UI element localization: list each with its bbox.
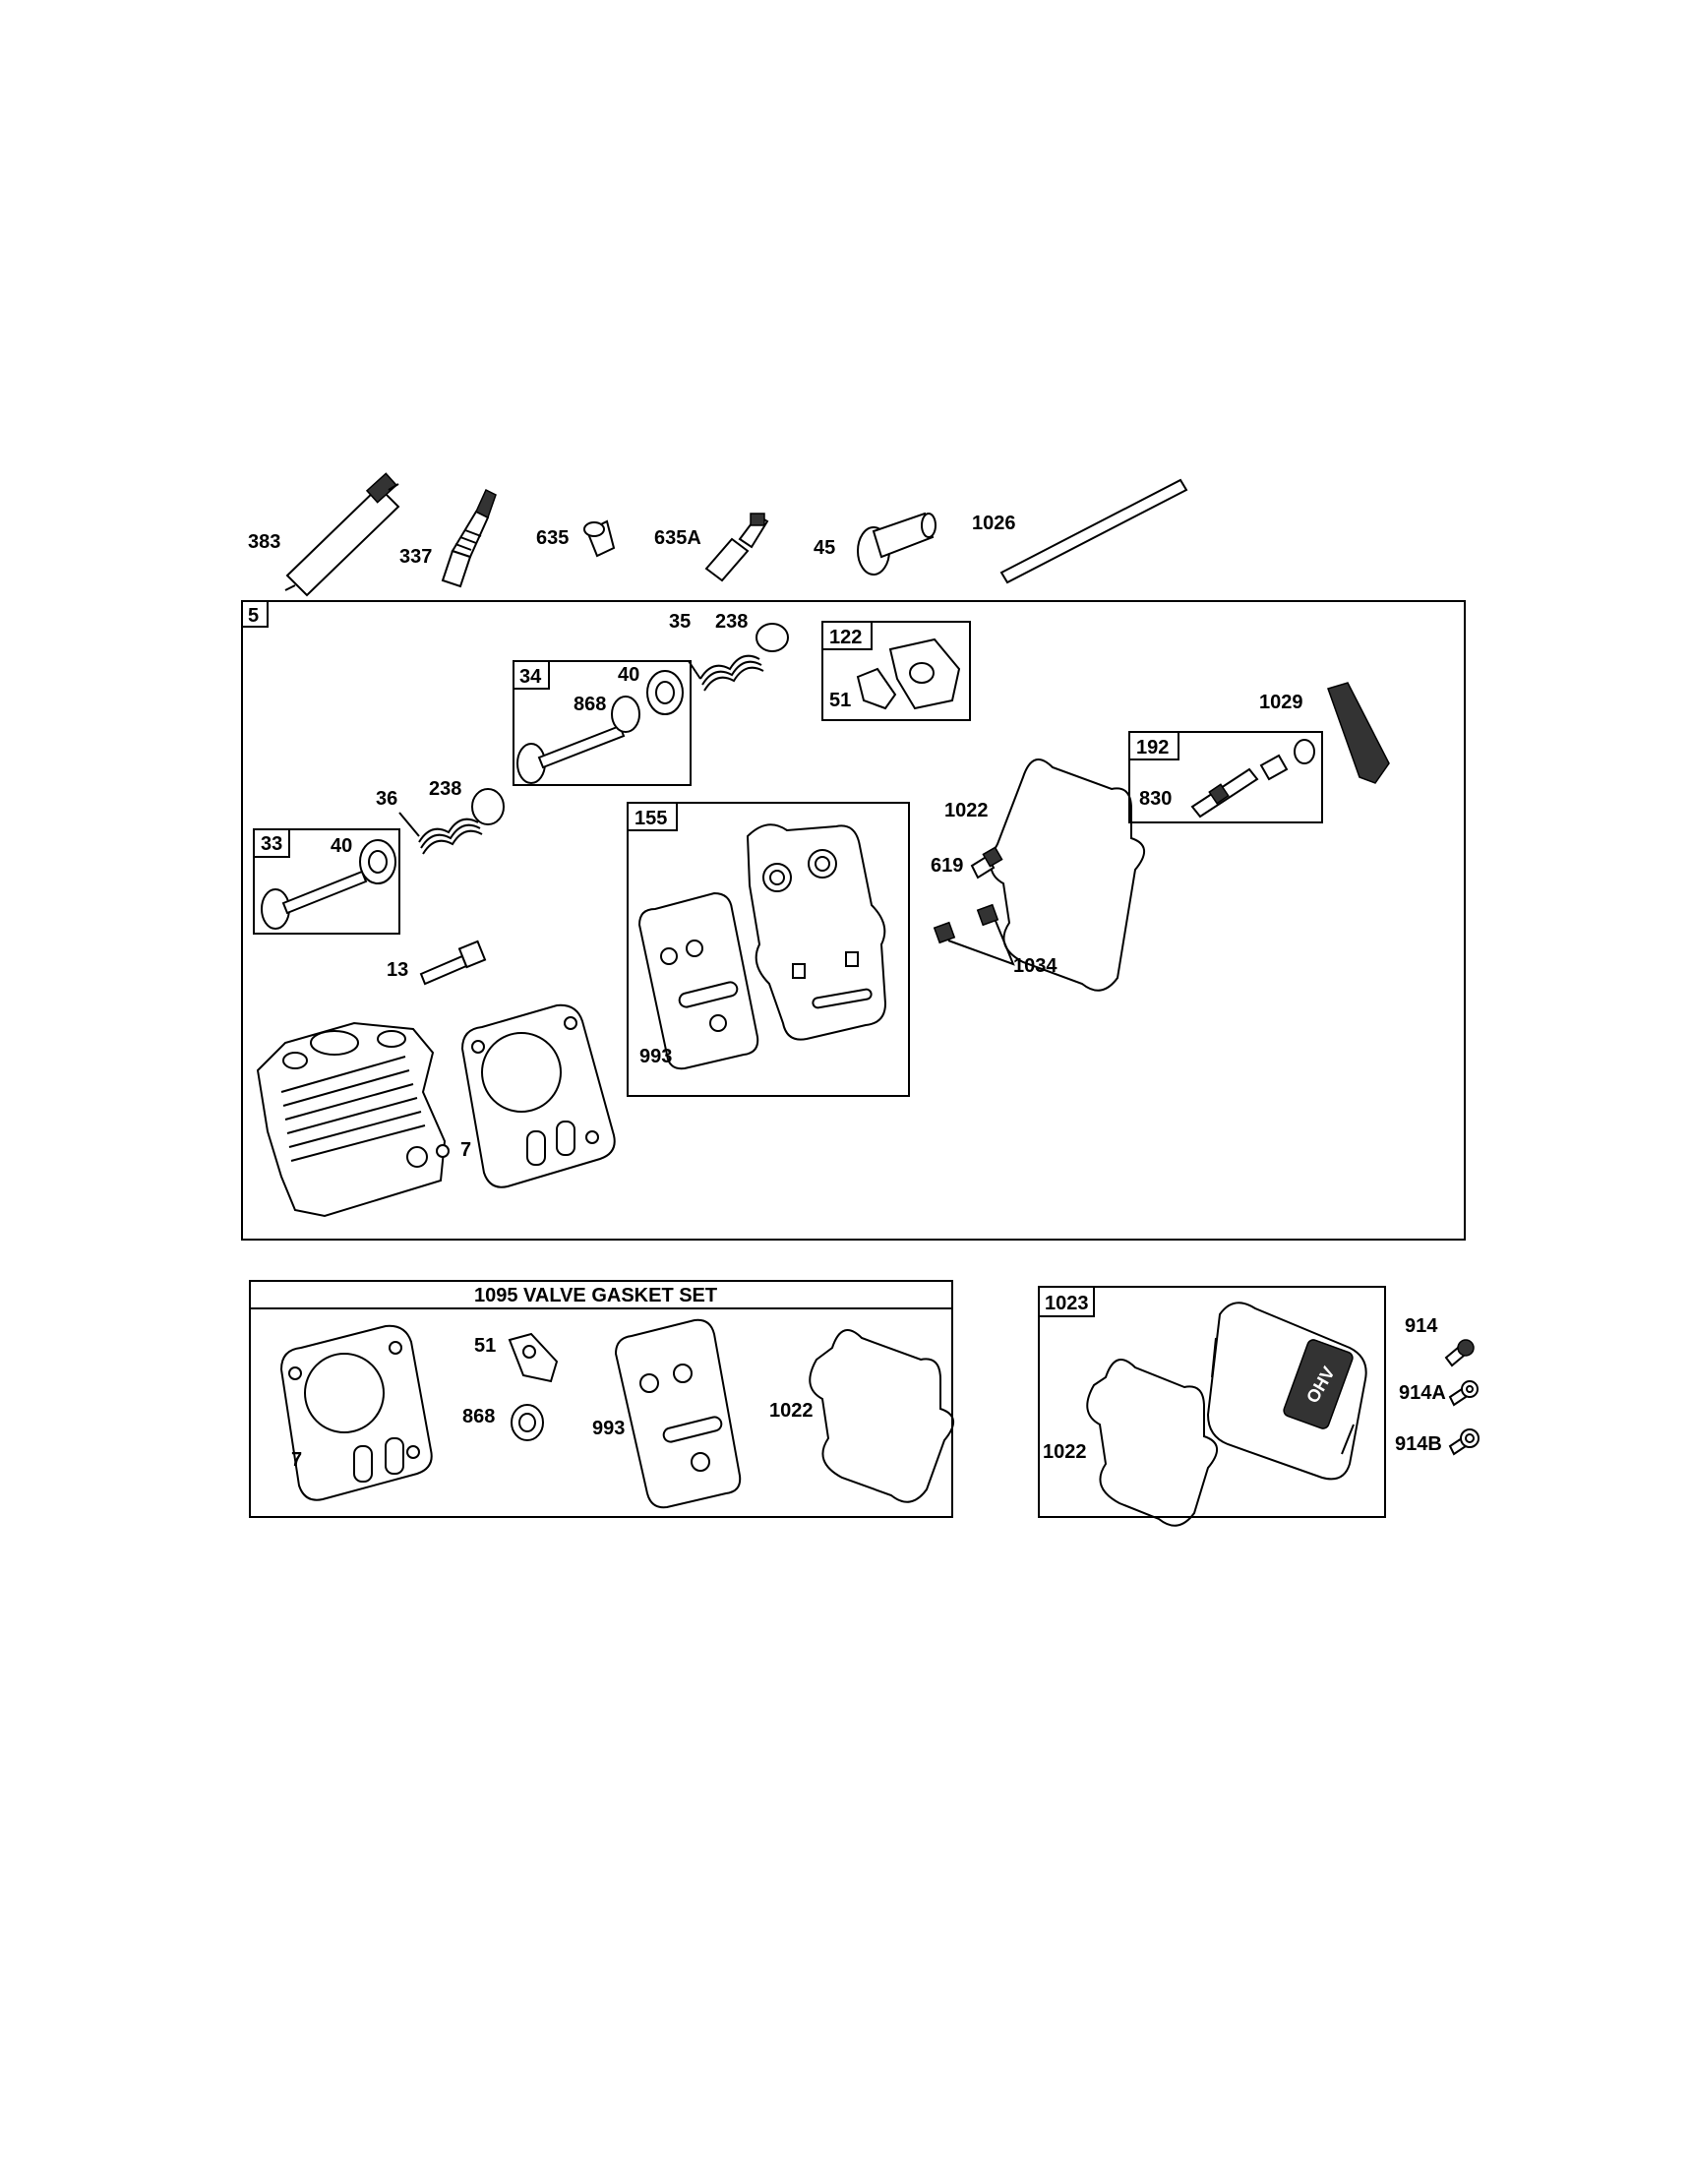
part-33-valve — [261, 870, 368, 930]
label-51-top: 51 — [829, 690, 851, 711]
label-192: 192 — [1136, 737, 1169, 758]
label-33: 33 — [261, 833, 282, 855]
part-868-seal-set — [511, 1404, 544, 1441]
part-35-spring — [688, 654, 764, 692]
part-635A-connector — [704, 513, 769, 582]
box-5-tag — [241, 600, 269, 628]
valve-gasket-set-frame — [249, 1280, 953, 1518]
part-40-retainer-top — [646, 670, 684, 715]
label-36: 36 — [376, 788, 397, 810]
part-619-screw — [970, 846, 1003, 880]
label-7-main: 7 — [460, 1139, 471, 1161]
label-1026: 1026 — [972, 513, 1016, 534]
label-868-top: 868 — [574, 694, 606, 715]
part-1022-gasket-cover — [1086, 1359, 1218, 1527]
label-914B: 914B — [1395, 1433, 1442, 1455]
part-36-spring — [398, 812, 483, 855]
part-34-valve — [516, 724, 626, 784]
part-868-seal-top — [611, 696, 640, 733]
label-51-set: 51 — [474, 1335, 496, 1357]
label-1022-main: 1022 — [944, 800, 989, 821]
label-914: 914 — [1405, 1315, 1438, 1337]
part-1022-gasket-set — [809, 1329, 954, 1503]
part-45-guide — [857, 512, 937, 576]
part-7-head-gasket-main — [460, 1003, 616, 1188]
label-993-main: 993 — [639, 1046, 672, 1067]
part-1034-nuts — [933, 903, 1015, 966]
label-1022-cover: 1022 — [1043, 1441, 1087, 1463]
label-619: 619 — [931, 855, 963, 877]
part-914A-screw — [1448, 1380, 1479, 1407]
label-238-mid: 238 — [429, 778, 461, 800]
cylinder-head-assembly-frame — [241, 600, 1466, 1241]
label-45: 45 — [814, 537, 835, 559]
label-155: 155 — [634, 808, 667, 829]
box-192 — [1128, 731, 1323, 823]
part-51-gasket-top — [856, 667, 897, 710]
part-635-cap — [583, 519, 616, 558]
label-35: 35 — [669, 611, 691, 633]
part-830-rocker-stud — [1190, 739, 1315, 819]
part-993-gasket-set — [614, 1318, 742, 1509]
label-1034: 1034 — [1013, 955, 1058, 977]
label-40-top: 40 — [618, 664, 639, 686]
part-7-head-gasket-set — [279, 1324, 433, 1501]
label-868-set: 868 — [462, 1406, 495, 1427]
label-830: 830 — [1139, 788, 1172, 810]
label-914A: 914A — [1399, 1382, 1446, 1404]
part-238-cap-mid — [471, 788, 505, 825]
label-238-top: 238 — [715, 611, 748, 633]
box-34 — [513, 660, 692, 786]
box-122 — [821, 621, 971, 721]
label-1022-set: 1022 — [769, 1400, 814, 1422]
part-914B-screw — [1448, 1428, 1480, 1456]
label-337: 337 — [399, 546, 432, 568]
label-13: 13 — [387, 959, 408, 981]
label-383: 383 — [248, 531, 280, 553]
part-1026-push-rod — [999, 478, 1188, 584]
part-1023-rocker-cover: OHV — [1206, 1302, 1367, 1481]
part-993-gasket-main — [637, 891, 759, 1070]
part-cylinder-head — [256, 1021, 450, 1218]
part-238-cap-top — [755, 623, 789, 652]
part-383-tube — [284, 472, 400, 597]
label-635A: 635A — [654, 527, 701, 549]
label-1029: 1029 — [1259, 692, 1303, 713]
label-5: 5 — [248, 605, 259, 627]
box-33 — [253, 828, 400, 935]
part-1022-gasket-main — [990, 758, 1145, 992]
part-1029-rocker-arm — [1327, 682, 1390, 784]
label-1023: 1023 — [1045, 1293, 1089, 1314]
part-51-gasket-set — [508, 1332, 559, 1383]
part-40-retainer-mid — [359, 839, 396, 884]
part-337-spark-plug — [441, 488, 497, 588]
part-914-screw — [1444, 1339, 1475, 1367]
label-993-set: 993 — [592, 1418, 625, 1439]
label-34: 34 — [519, 666, 542, 688]
gasket-set-title: 1095 VALVE GASKET SET — [474, 1285, 717, 1306]
label-635: 635 — [536, 527, 569, 549]
label-7-set: 7 — [291, 1449, 302, 1471]
part-13-bolt — [419, 940, 487, 986]
label-40-mid: 40 — [331, 835, 352, 857]
label-122: 122 — [829, 627, 862, 648]
box-155 — [627, 802, 910, 1097]
part-155-valve-plate — [746, 823, 887, 1041]
rocker-cover-frame — [1038, 1286, 1386, 1518]
